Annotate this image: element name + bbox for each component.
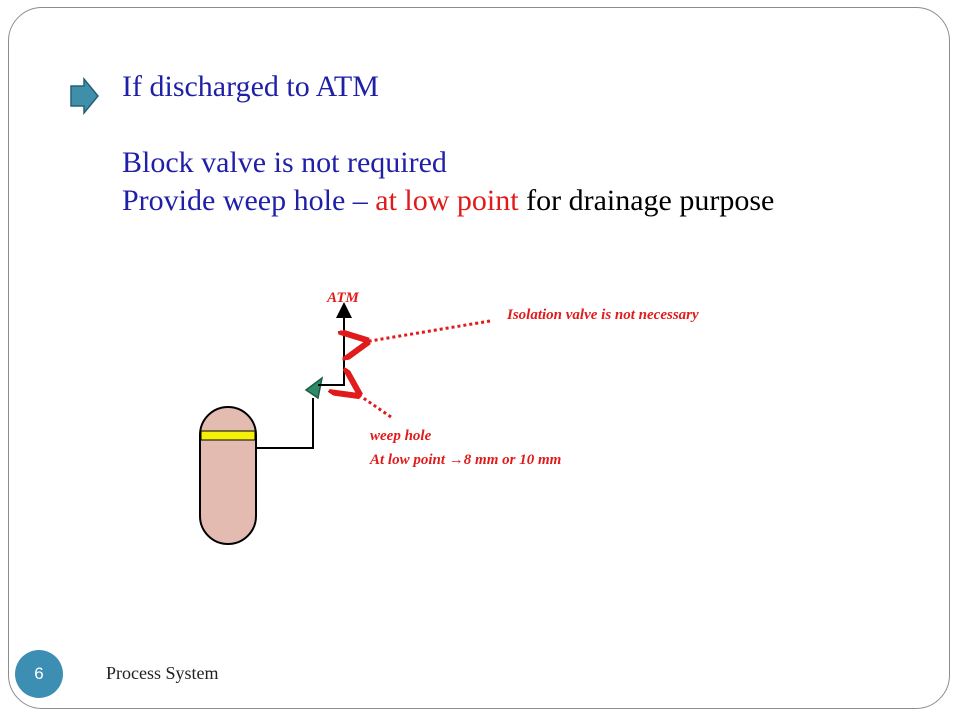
weep-hole-label: weep hole [370, 428, 432, 444]
slide-frame [8, 7, 950, 709]
weep-hole-line: Provide weep hole – at low point for dra… [122, 184, 774, 218]
low-point-value: 8 mm or 10 mm [464, 452, 562, 468]
low-point-arrow: → [449, 452, 464, 468]
discharge-pipe [318, 302, 352, 386]
vertical-vessel-icon [199, 406, 257, 545]
weep-hole-text: Provide weep hole – [122, 184, 376, 217]
low-point-label: At low point →8 mm or 10 mm [369, 452, 561, 468]
isolation-note: Isolation valve is not necessary [506, 307, 699, 323]
footer-title: Process System [106, 663, 219, 683]
inlet-pipe [256, 398, 314, 449]
low-point-prefix: At low point [369, 452, 449, 468]
arrow-right-icon [70, 76, 99, 116]
block-valve-line: Block valve is not required [122, 146, 447, 179]
atm-label: ATM [326, 290, 359, 306]
drainage-text: for drainage purpose [518, 184, 775, 217]
slide-heading: If discharged to ATM [122, 70, 379, 103]
page-number-badge: 6 [15, 650, 63, 698]
isolation-pointer [364, 319, 491, 342]
relief-valve-icon [304, 376, 324, 400]
weep-pointer [356, 393, 392, 419]
low-point-text: at low point [375, 184, 519, 217]
